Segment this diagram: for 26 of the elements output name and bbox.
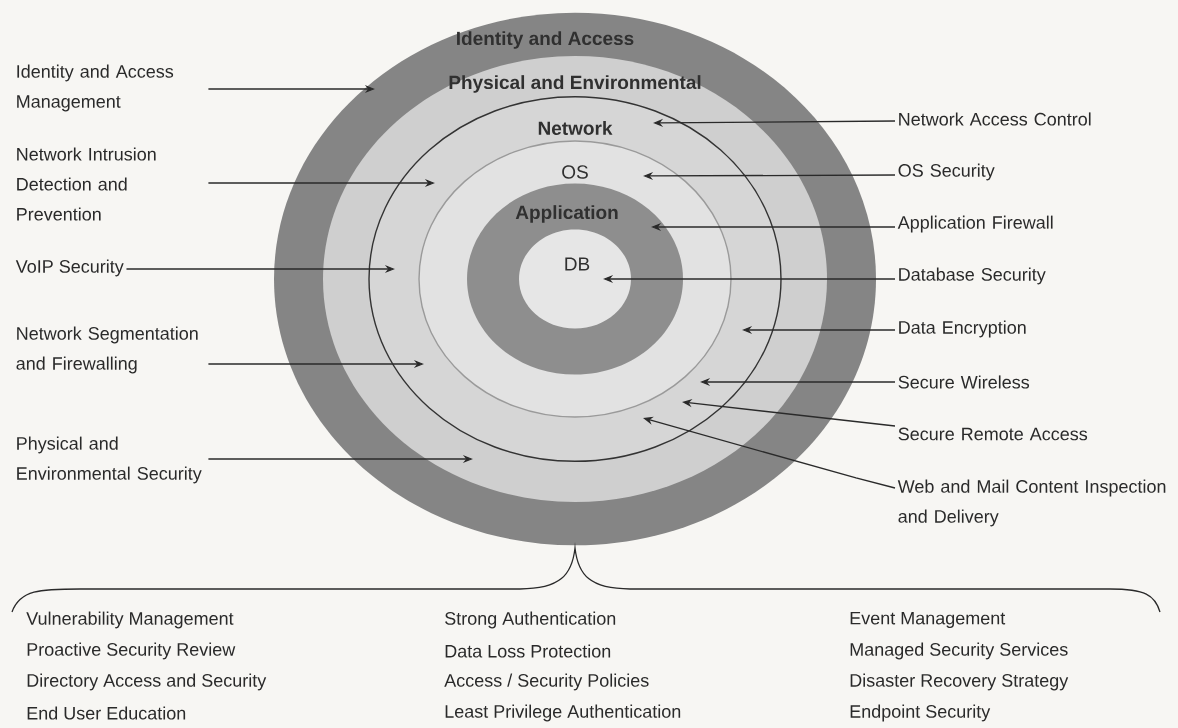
layer-label: Network Intrusion Detection and Prevention — [17, 147, 156, 221]
ring: DB — [519, 229, 631, 329]
layer-label: VoIP Security — [15, 259, 124, 277]
practice-label: Vulnerability Management — [26, 611, 234, 629]
practice-label: Least Privilege Authentication — [445, 704, 681, 722]
layer-label: Application Firewall — [897, 215, 1053, 233]
practice-label: Strong Authentication — [445, 611, 616, 629]
practice-label: Directory Access and Security — [27, 673, 267, 691]
layer-label: Secure Wireless — [898, 375, 1030, 389]
practice-label: End User Education — [27, 706, 186, 720]
layer-label: Data Encryption — [899, 320, 1026, 338]
layer-label: Secure Remote Access — [898, 427, 1088, 441]
layer-label: Network Access Control — [899, 112, 1091, 126]
practice-label: Endpoint Security — [850, 704, 991, 722]
practice-label: Disaster Recovery Strategy — [850, 673, 1069, 691]
layer-label: OS Security — [898, 163, 995, 181]
layer-label: Identity and Access Management — [17, 64, 174, 112]
layer-label: Network Segmentation and Firewalling — [16, 326, 198, 374]
practice-label: Proactive Security Review — [27, 642, 236, 660]
layer-label: Web and Mail Content Inspection and Delivery — [897, 479, 1166, 527]
practice-label: Event Management — [850, 611, 1006, 629]
practice-label: Data Loss Protection — [445, 644, 611, 658]
layer-label: Physical and Environmental Security — [17, 436, 202, 484]
layer-label: Database Security — [899, 267, 1046, 285]
practice-label: Access / Security Policies — [444, 673, 649, 691]
practice-label: Managed Security Services — [850, 642, 1068, 660]
